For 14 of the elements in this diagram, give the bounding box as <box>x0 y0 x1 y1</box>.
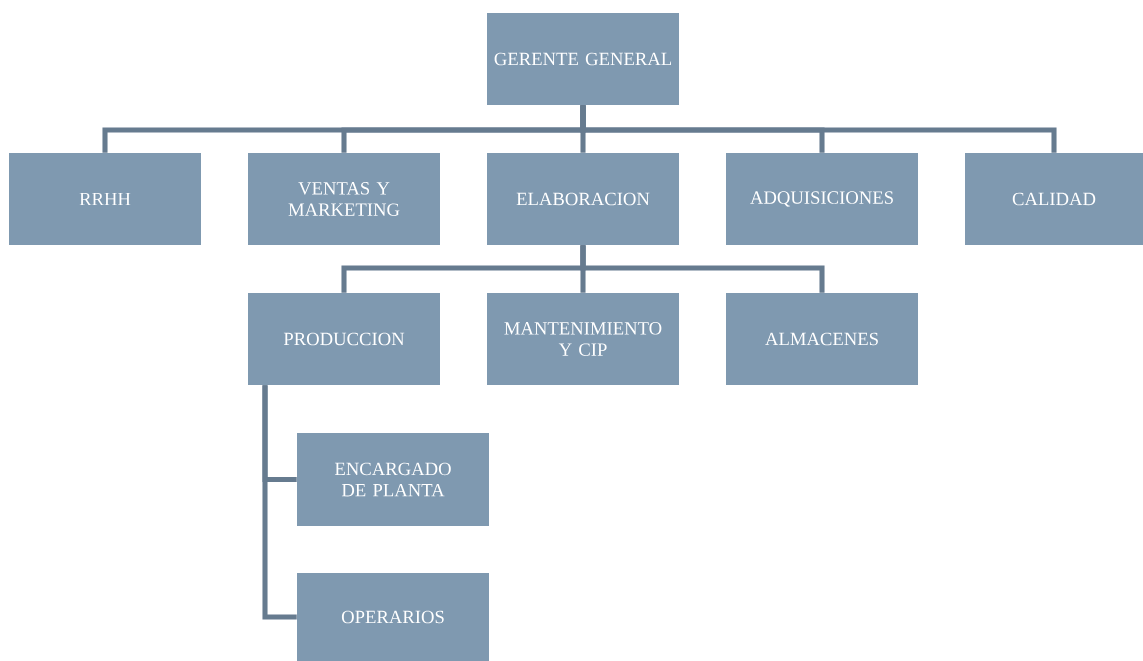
org-box: ALMACENES <box>726 293 918 385</box>
org-box: GERENTE GENERAL <box>487 13 679 105</box>
org-box: ADQUISICIONES <box>726 153 918 245</box>
org-box: OPERARIOS <box>297 573 489 661</box>
org-box: VENTAS Y MARKETING <box>248 153 440 245</box>
org-box: ENCARGADO DE PLANTA <box>297 433 489 526</box>
org-box: PRODUCCION <box>248 293 440 385</box>
org-box: CALIDAD <box>965 153 1143 245</box>
connector-line <box>262 385 297 620</box>
org-box: ELABORACION <box>487 153 679 245</box>
connector-line <box>580 105 1057 153</box>
org-box: MANTENIMIENTO Y CIP <box>487 293 679 385</box>
org-box: RRHH <box>9 153 201 245</box>
connector-line <box>580 245 825 293</box>
